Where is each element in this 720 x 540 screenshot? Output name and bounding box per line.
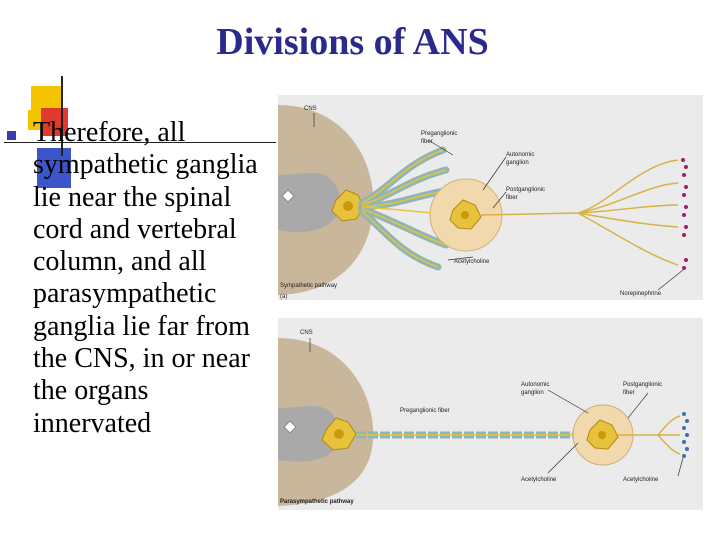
preganglionic-axons [361, 149, 454, 268]
autonomic-ganglion-label-1: Autonomic [521, 382, 549, 388]
preganglionic-label-1: Preganglionic [421, 131, 457, 137]
postganglionic-fibers [618, 415, 681, 455]
preganglionic-label-2: fiber [421, 139, 433, 145]
parasympathetic-pathway-figure: CNS Preganglionic fiber Autonomic gangli… [278, 318, 703, 510]
pathway-label: Parasympathetic pathway [280, 499, 354, 505]
postganglionic-label-2: fiber [623, 390, 635, 396]
deco-vertical-line [61, 76, 63, 156]
acetylcholine-right-label: Acetylcholine [623, 477, 659, 483]
norepinephrine-dots [681, 158, 688, 270]
bullet-text: Therefore, all sympathetic ganglia lie n… [33, 117, 258, 439]
postganglionic-label-1: Postganglionic [506, 187, 545, 193]
acetylcholine-label: Acetylcholine [454, 259, 490, 265]
pathway-label: Sympathetic pathway [280, 283, 337, 289]
bullet-marker [7, 131, 16, 140]
deco-blue-square [37, 148, 71, 188]
deco-horizontal-line [4, 142, 276, 143]
autonomic-ganglion-label-2: ganglion [521, 390, 544, 396]
deco-red-square [41, 108, 68, 136]
acetylcholine-left-label: Acetylcholine [521, 477, 557, 483]
postganglionic-fibers [480, 159, 679, 266]
postganglionic-label-2: fiber [506, 195, 518, 201]
sympathetic-pathway-figure: CNS Preganglionic fiber Autonomic gangli… [278, 95, 703, 300]
autonomic-ganglion-label-1: Autonomic [506, 152, 534, 158]
postganglionic-label-1: Postganglionic [623, 382, 662, 388]
cns-label: CNS [300, 330, 313, 336]
norepinephrine-label: Norepinephrine [620, 291, 662, 297]
panel-letter: (a) [280, 294, 287, 300]
acetylcholine-dots [682, 412, 689, 458]
slide-title: Divisions of ANS [216, 21, 489, 63]
preganglionic-label: Preganglionic fiber [400, 408, 450, 414]
cns-label: CNS [304, 106, 317, 112]
gray-matter [278, 406, 341, 462]
autonomic-ganglion-label-2: ganglion [506, 160, 529, 166]
gray-matter [278, 173, 341, 233]
